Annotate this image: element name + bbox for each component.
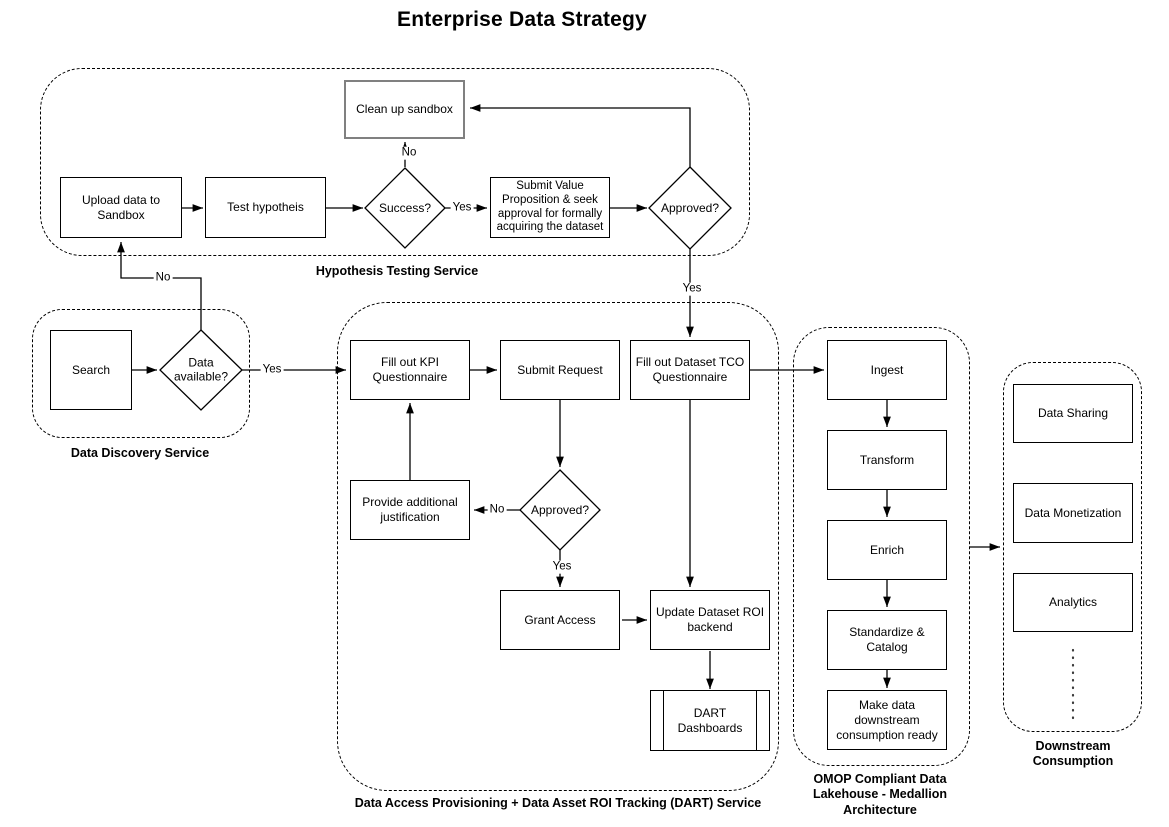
edge-label-success-no: No: [399, 146, 419, 160]
edge-label-available-yes: Yes: [260, 363, 284, 377]
container-omop-lakehouse: [793, 327, 970, 766]
edge-approved-to-cleanup: [470, 104, 691, 167]
node-update-dataset-roi-backend: Update Dataset ROI backend: [650, 590, 770, 650]
node-data-monetization: Data Monetization: [1013, 483, 1133, 543]
diamond-approved-hypothesis-shape: [648, 166, 732, 250]
edge-available-to-upload: [117, 242, 202, 330]
container-data-discovery: [32, 309, 250, 438]
node-standardize-catalog: Standardize & Catalog: [827, 610, 947, 670]
node-dart-dashboards: DART Dashboards: [650, 690, 770, 751]
container-hypothesis-testing: [40, 68, 750, 256]
label-dart-service: Data Access Provisioning + Data Asset RO…: [354, 796, 762, 810]
node-search: Search: [50, 330, 132, 410]
node-transform: Transform: [827, 430, 947, 490]
edge-label-success-yes: Yes: [450, 201, 474, 215]
node-test-hypothesis: Test hypotheis: [205, 177, 326, 238]
node-clean-up-sandbox: Clean up sandbox: [344, 80, 465, 139]
diagram-title: Enterprise Data Strategy: [397, 8, 647, 31]
container-dart-service: [337, 302, 779, 791]
label-hypothesis-testing-service: Hypothesis Testing Service: [315, 264, 479, 278]
label-downstream-consumption: Downstream Consumption: [1032, 739, 1114, 769]
node-enrich: Enrich: [827, 520, 947, 580]
node-analytics: Analytics: [1013, 573, 1133, 632]
node-data-sharing: Data Sharing: [1013, 384, 1133, 443]
label-data-discovery-service: Data Discovery Service: [70, 446, 210, 460]
edge-label-approved-yes: Yes: [680, 282, 704, 296]
container-downstream-consumption: [1003, 362, 1142, 732]
edge-label-available-no: No: [153, 271, 173, 285]
node-submit-value-proposition: Submit Value Proposition & seek approval…: [490, 177, 610, 238]
label-omop-lakehouse: OMOP Compliant Data Lakehouse - Medallio…: [812, 772, 948, 817]
node-ingest: Ingest: [827, 340, 947, 400]
diamond-success-shape: [364, 167, 446, 249]
node-upload-data-to-sandbox: Upload data to Sandbox: [60, 177, 182, 238]
node-grant-access: Grant Access: [500, 590, 620, 650]
edge-label-approved-dart-no: No: [487, 503, 507, 517]
diamond-data-available-shape: [159, 329, 243, 411]
diamond-data-available-label: Data available?: [173, 355, 229, 384]
diamond-approved-hypothesis-label: Approved?: [660, 200, 720, 215]
node-make-data-ready: Make data downstream consumption ready: [827, 690, 947, 750]
diamond-approved-dart-label: Approved?: [530, 502, 590, 517]
diamond-approved-dart-shape: [519, 469, 601, 551]
node-fill-out-dataset-tco-questionnaire: Fill out Dataset TCO Questionnaire: [630, 340, 750, 400]
node-provide-additional-justification: Provide additional justification: [350, 480, 470, 540]
node-fill-out-kpi-questionnaire: Fill out KPI Questionnaire: [350, 340, 470, 400]
node-submit-request: Submit Request: [500, 340, 620, 400]
edge-label-approved-dart-yes: Yes: [550, 560, 574, 574]
diamond-success-label: Success?: [378, 200, 432, 215]
